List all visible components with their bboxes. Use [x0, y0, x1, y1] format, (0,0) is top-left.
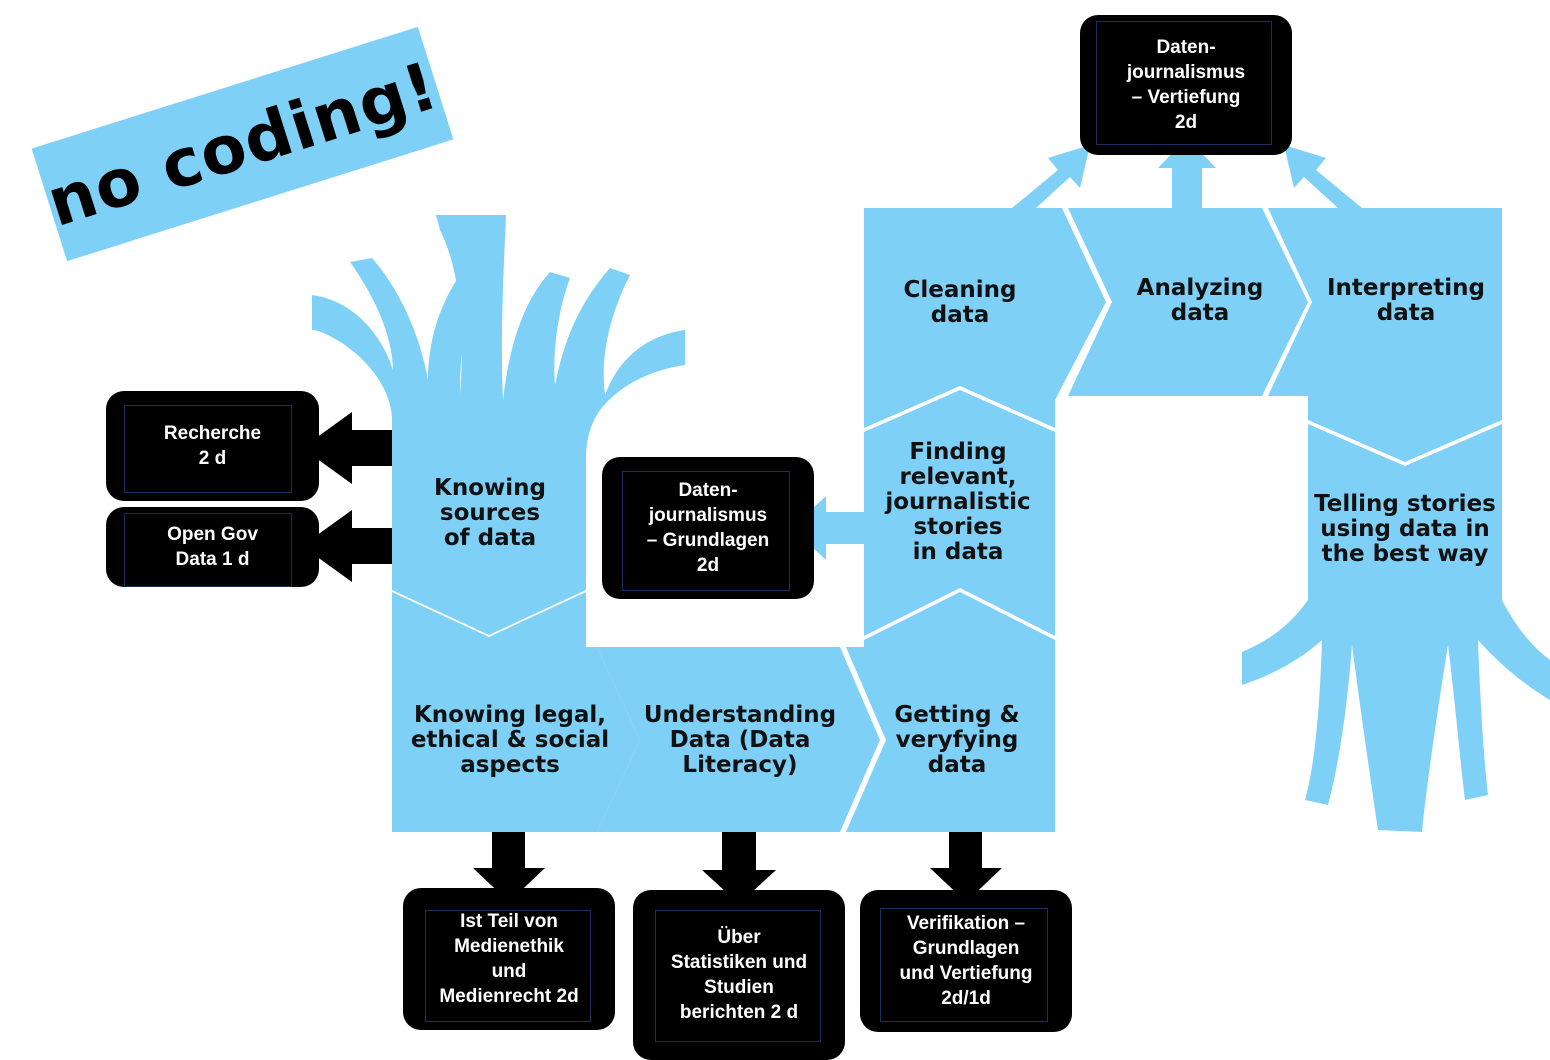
course-inner-frame — [880, 908, 1048, 1022]
course-medienethik-label: Ist Teil von Medienethik und Medienrecht… — [439, 911, 579, 1007]
cleaning-data-body — [864, 208, 1106, 428]
course-inner-frame — [124, 405, 292, 493]
course-vertiefung-label: Daten- journalismus – Vertiefung 2d — [1126, 37, 1246, 133]
knowing-legal-body — [392, 592, 640, 832]
course-inner-frame — [124, 513, 292, 587]
telling-stories-tentacles — [1242, 600, 1550, 832]
course-inner-frame — [622, 471, 790, 591]
course-verifikation: Verifikation – Grundlagen und Vertiefung… — [860, 890, 1072, 1032]
stage-telling-stories: Telling stories using data in the best w… — [1314, 491, 1496, 567]
stage-understanding-data: Understanding Data (Data Literacy) — [643, 702, 837, 778]
arrow-to-medienethik — [473, 832, 545, 902]
telling-stories-body — [1308, 424, 1502, 640]
arrow-to-recherche — [302, 412, 392, 484]
stage-analyzing-data: Analyzing data — [1136, 275, 1264, 326]
sources-tentacles — [312, 215, 685, 500]
flow-blue-shapes — [312, 138, 1550, 832]
stage-cleaning-data: Cleaning data — [903, 277, 1017, 328]
analyzing-data-body — [1068, 208, 1308, 396]
course-inner-frame — [425, 910, 591, 1022]
course-open-gov: Open Gov Data 1 d — [106, 507, 319, 587]
course-recherche-label: Recherche 2 d — [163, 423, 262, 469]
course-grundlagen: Daten- journalismus – Grundlagen 2d — [602, 457, 814, 599]
course-verifikation-label: Verifikation – Grundlagen und Vertiefung… — [899, 913, 1033, 1009]
arrow-to-verifikation — [930, 832, 1002, 902]
getting-verifying-body — [846, 592, 1055, 832]
course-statistiken: Über Statistiken und Studien berichten 2… — [633, 890, 845, 1060]
stage-knowing-legal: Knowing legal, ethical & social aspects — [410, 702, 610, 778]
arrow-interpreting-to-vertiefung — [1284, 145, 1362, 208]
arrow-to-open-gov — [302, 510, 392, 582]
interpreting-data-body — [1268, 208, 1502, 462]
arrow-cleaning-to-vertiefung — [1012, 145, 1090, 208]
black-arrows — [302, 412, 1002, 904]
knowing-sources-body — [392, 430, 586, 635]
stage-knowing-sources: Knowing sources of data — [434, 475, 546, 551]
finding-stories-body — [864, 390, 1055, 636]
course-vertiefung: Daten- journalismus – Vertiefung 2d — [1080, 15, 1292, 155]
course-inner-frame — [1096, 21, 1272, 145]
course-statistiken-label: Über Statistiken und Studien berichten 2… — [670, 927, 808, 1023]
course-inner-frame — [655, 910, 821, 1042]
course-grundlagen-label: Daten- journalismus – Grundlagen 2d — [646, 480, 770, 576]
course-recherche: Recherche 2 d — [106, 391, 319, 501]
arrow-to-statistiken — [702, 832, 776, 904]
understanding-data-body — [597, 647, 880, 832]
course-medienethik: Ist Teil von Medienethik und Medienrecht… — [403, 888, 615, 1030]
course-open-gov-label: Open Gov Data 1 d — [167, 524, 258, 570]
stage-getting-verifying: Getting & veryfying data — [894, 702, 1020, 778]
stage-interpreting-data: Interpreting data — [1327, 275, 1485, 326]
arrow-analyzing-to-vertiefung — [1158, 138, 1216, 208]
stage-finding-stories: Finding relevant, journalistic stories i… — [885, 439, 1031, 565]
